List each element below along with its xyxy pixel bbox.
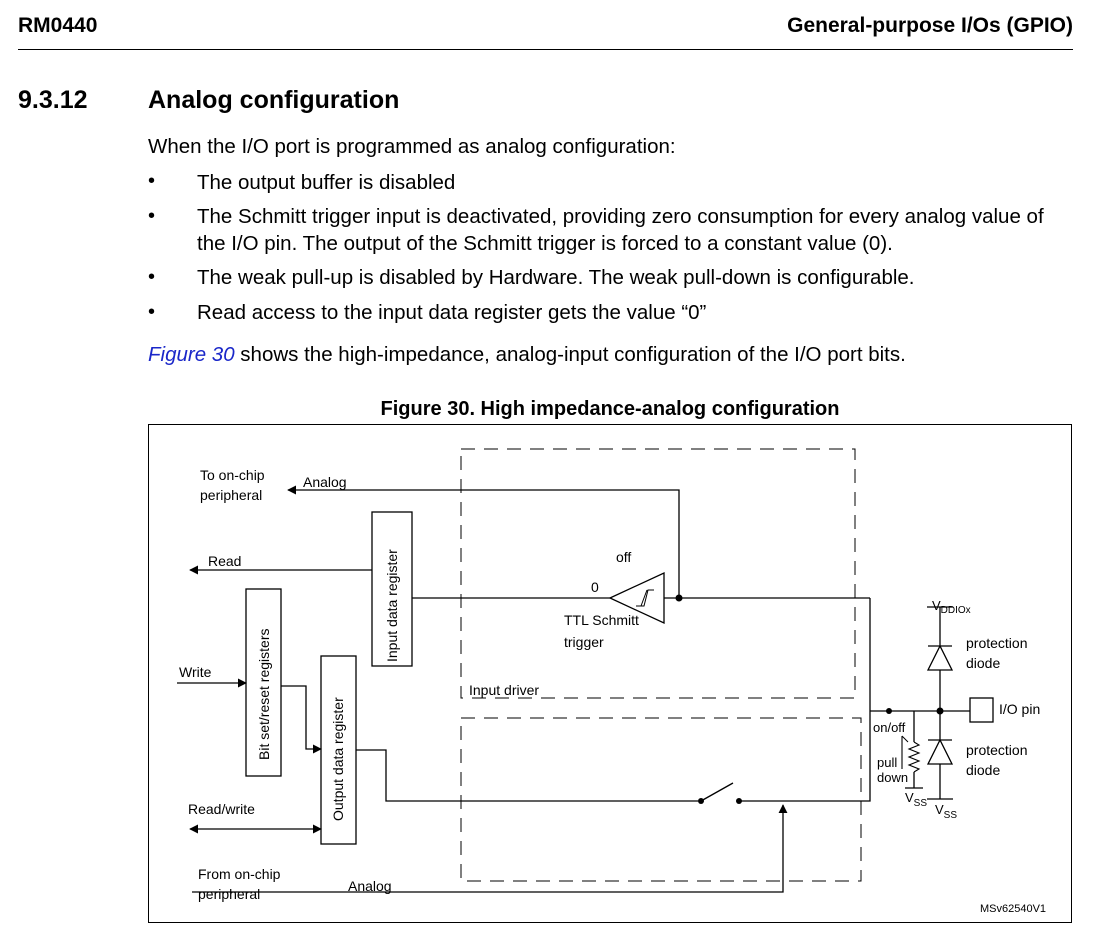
protection-diode-top-label: diode — [966, 655, 1000, 671]
trigger-label: trigger — [564, 634, 604, 650]
to-onchip-label: To on-chip — [200, 467, 265, 483]
header-chapter: General-purpose I/Os (GPIO) — [787, 14, 1073, 37]
pull-down-resistor — [907, 741, 921, 773]
junction-dot — [886, 708, 892, 714]
bullet-item: The Schmitt trigger input is deactivated… — [197, 205, 1044, 255]
vss-label: VSS — [935, 802, 957, 821]
header-rule — [18, 49, 1073, 50]
header-doc-id: RM0440 — [18, 14, 98, 37]
section-title: Analog configuration — [148, 86, 400, 114]
io-pin-label: I/O pin — [999, 701, 1040, 717]
write-label: Write — [179, 664, 212, 680]
protection-diode-bottom — [926, 738, 954, 765]
protection-diode-bottom-label: protection — [966, 742, 1027, 758]
section-number: 9.3.12 — [18, 86, 88, 114]
bullet-item: Read access to the input data register g… — [197, 301, 707, 324]
figure-frame — [148, 424, 1072, 923]
bsrr-to-odr-arrow — [281, 685, 322, 754]
protection-diode-top — [926, 644, 954, 671]
analog-out-arrow — [287, 485, 680, 598]
output-driver-box — [460, 717, 862, 882]
vss-label: VSS — [905, 790, 927, 809]
intro-text: When the I/O port is programmed as analo… — [148, 135, 676, 158]
figure-30-link[interactable]: Figure 30 — [148, 343, 235, 366]
input-data-register-box — [371, 511, 413, 667]
on-off-label: on/off — [873, 720, 906, 735]
input-driver-box — [460, 448, 856, 699]
input-driver-label: Input driver — [469, 682, 539, 698]
output-wire — [356, 749, 698, 802]
ttl-schmitt-label: TTL Schmitt — [564, 612, 639, 628]
analog-bottom-label: Analog — [348, 878, 392, 894]
bit-set-reset-label: Bit set/reset registers — [256, 629, 272, 761]
bullet-item: The weak pull-up is disabled by Hardware… — [197, 266, 915, 289]
protection-diode-top-label: protection — [966, 635, 1027, 651]
input-data-register-label: Input data register — [384, 549, 400, 662]
bullet-dot: • — [148, 205, 156, 227]
figure-reference-paragraph: Figure 30 shows the high-impedance, anal… — [148, 341, 1068, 368]
figure-reference-text: shows the high-impedance, analog-input c… — [234, 343, 906, 366]
bullet-dot: • — [148, 170, 156, 192]
from-onchip-label: peripheral — [198, 886, 260, 902]
read-label: Read — [208, 553, 241, 569]
figure-code-label: MSv62540V1 — [980, 903, 1046, 915]
vdd-label: VDDIOx — [932, 598, 971, 616]
bullet-item: The output buffer is disabled — [197, 171, 456, 194]
figure-title: Figure 30. High impedance-analog configu… — [380, 398, 840, 420]
read-write-label: Read/write — [188, 801, 255, 817]
gpio-analog-diagram: To on-chip peripheral Analog Read Write … — [148, 424, 1072, 923]
from-onchip-label: From on-chip — [198, 866, 281, 882]
hysteresis-icon — [636, 589, 654, 607]
analog-top-label: Analog — [303, 474, 347, 490]
to-onchip-label: peripheral — [200, 487, 262, 503]
junction-dot — [675, 594, 683, 602]
analog-switch — [700, 782, 734, 802]
protection-diode-bottom-label: diode — [966, 762, 1000, 778]
io-pin-pad — [969, 697, 994, 723]
zero-label: 0 — [591, 579, 599, 595]
down-label: down — [877, 770, 908, 785]
output-data-register-label: Output data register — [330, 697, 346, 821]
analog-in-arrow — [192, 804, 788, 893]
pull-label: pull — [877, 755, 897, 770]
bullet-dot: • — [148, 266, 156, 288]
off-label: off — [616, 549, 631, 565]
switch-to-pad-wire — [739, 711, 871, 802]
bullet-dot: • — [148, 301, 156, 323]
